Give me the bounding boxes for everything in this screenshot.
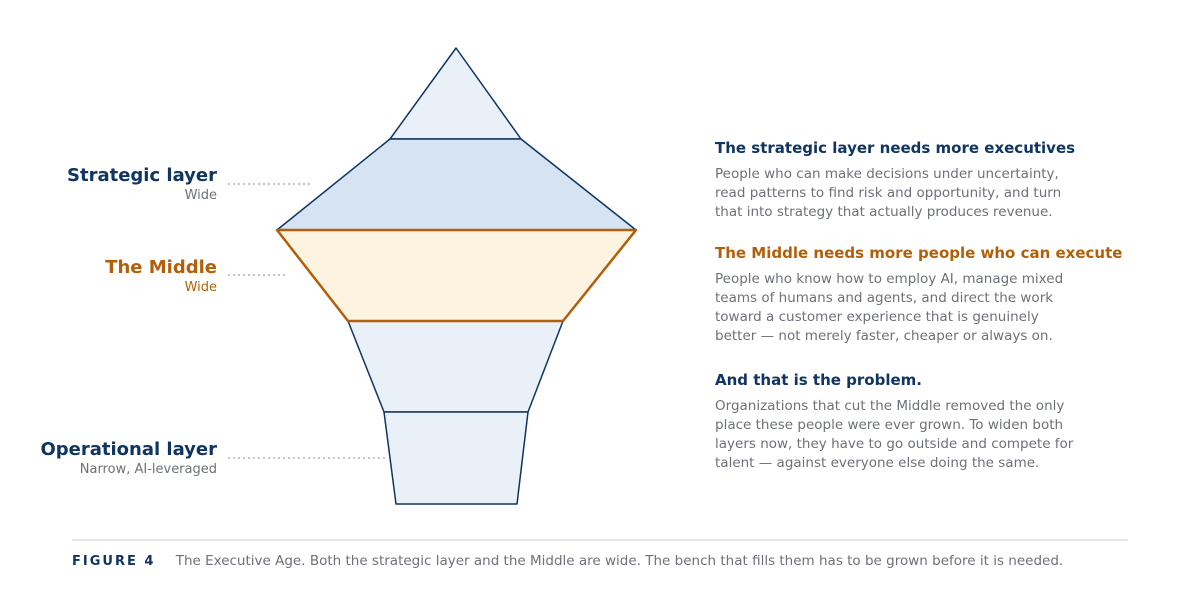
problem-block-body: Organizations that cut the Middle remove… <box>715 398 1074 471</box>
middle-layer-shape <box>275 228 638 323</box>
operational-layer-shape <box>383 411 529 505</box>
figure-caption: FIGURE 4 The Executive Age. Both the str… <box>72 552 1063 571</box>
middle-block: The Middle needs more people who can exe… <box>715 243 1155 346</box>
operational-label-title: Operational layer <box>40 439 217 460</box>
middle-block-body: People who know how to employ AI, manage… <box>715 271 1064 344</box>
operational-label: Operational layer Narrow, AI-leveraged <box>7 439 217 479</box>
middle-label-sub: Wide <box>184 280 217 295</box>
strategic-label: Strategic layer Wide <box>7 165 217 205</box>
strategic-layer-shape <box>276 138 637 231</box>
strategic-block: The strategic layer needs more executive… <box>715 138 1155 222</box>
middle-block-heading: The Middle needs more people who can exe… <box>715 244 1123 262</box>
strategic-block-heading: The strategic layer needs more executive… <box>715 139 1076 157</box>
lower-layer-shape <box>347 320 564 413</box>
apex-layer <box>389 47 522 140</box>
middle-label: The Middle Wide <box>7 257 217 297</box>
operational-label-sub: Narrow, AI-leveraged <box>79 462 217 477</box>
problem-block: And that is the problem. Organizations t… <box>715 370 1155 473</box>
figure-caption-text: The Executive Age. Both the strategic la… <box>175 553 1064 569</box>
figure-label: FIGURE 4 <box>72 554 156 569</box>
caption-divider <box>72 539 1128 541</box>
strategic-label-sub: Wide <box>184 188 217 203</box>
strategic-label-title: Strategic layer <box>67 165 217 186</box>
middle-label-title: The Middle <box>105 257 217 278</box>
strategic-block-body: People who can make decisions under unce… <box>715 166 1062 220</box>
problem-block-heading: And that is the problem. <box>715 371 922 389</box>
